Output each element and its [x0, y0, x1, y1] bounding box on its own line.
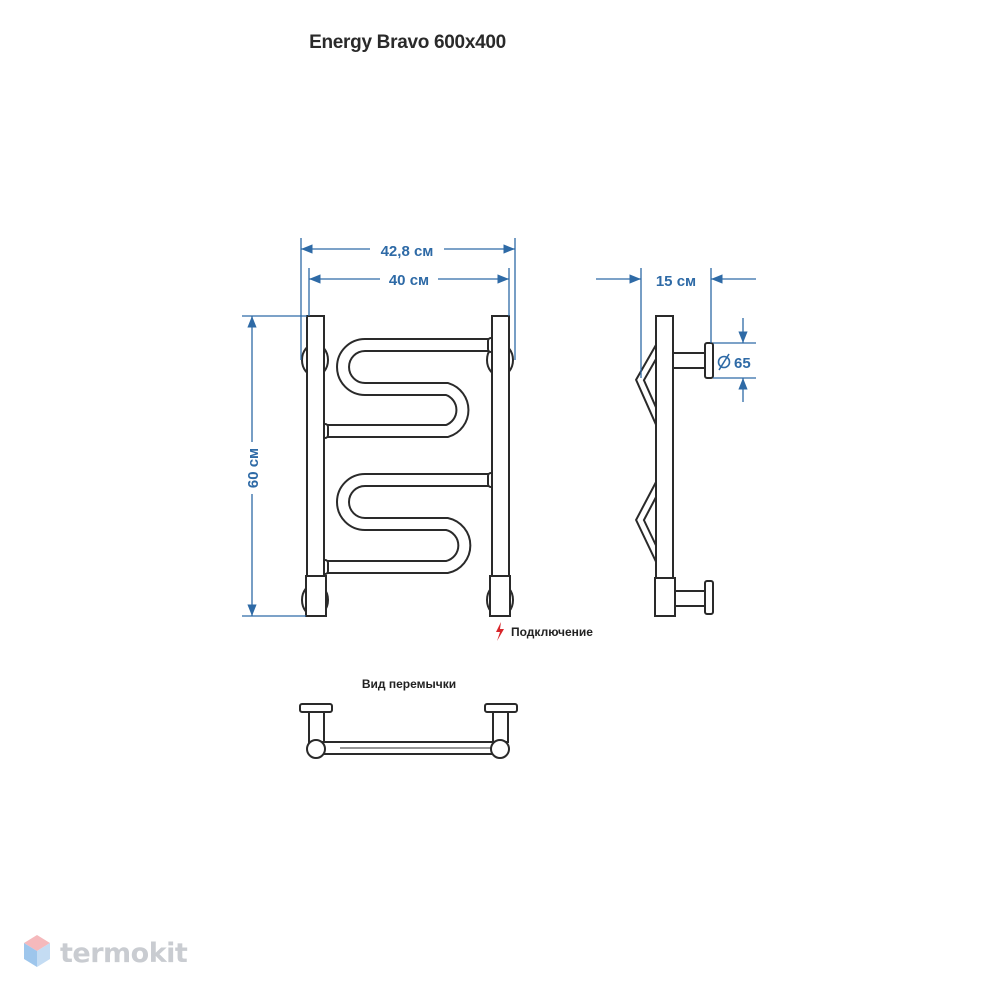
page-title: Energy Bravo 600x400 [309, 32, 506, 53]
right-post [491, 315, 510, 577]
dim-width-inner: 40 см [389, 272, 429, 289]
side-connector [654, 577, 676, 617]
left-post [306, 315, 325, 577]
brand-logo: termokit [22, 934, 222, 978]
jumper-cap-right [490, 739, 510, 759]
front-dimensions [242, 238, 516, 617]
side-dimensions [596, 268, 756, 402]
connection-icon [496, 622, 504, 641]
connection-label: Подключение [511, 625, 593, 639]
logo-icon [24, 935, 50, 967]
right-connector [489, 575, 511, 617]
jumper-cap-left [306, 739, 326, 759]
dim-depth: 15 см [656, 273, 696, 290]
diameter-icon [717, 353, 731, 371]
side-view [634, 315, 714, 617]
dim-width-outer: 42,8 см [381, 243, 434, 260]
front-view [301, 315, 514, 617]
side-bracket-bottom [674, 590, 708, 607]
left-connector [305, 575, 327, 617]
dim-diameter: 65 [734, 355, 751, 372]
jumper-view-label: Вид перемычки [362, 677, 456, 691]
dim-height: 60 см [245, 448, 262, 488]
side-bracket-top [672, 352, 708, 369]
logo-text: termokit [60, 938, 188, 969]
jumper-view [299, 703, 518, 759]
side-post [655, 315, 674, 579]
